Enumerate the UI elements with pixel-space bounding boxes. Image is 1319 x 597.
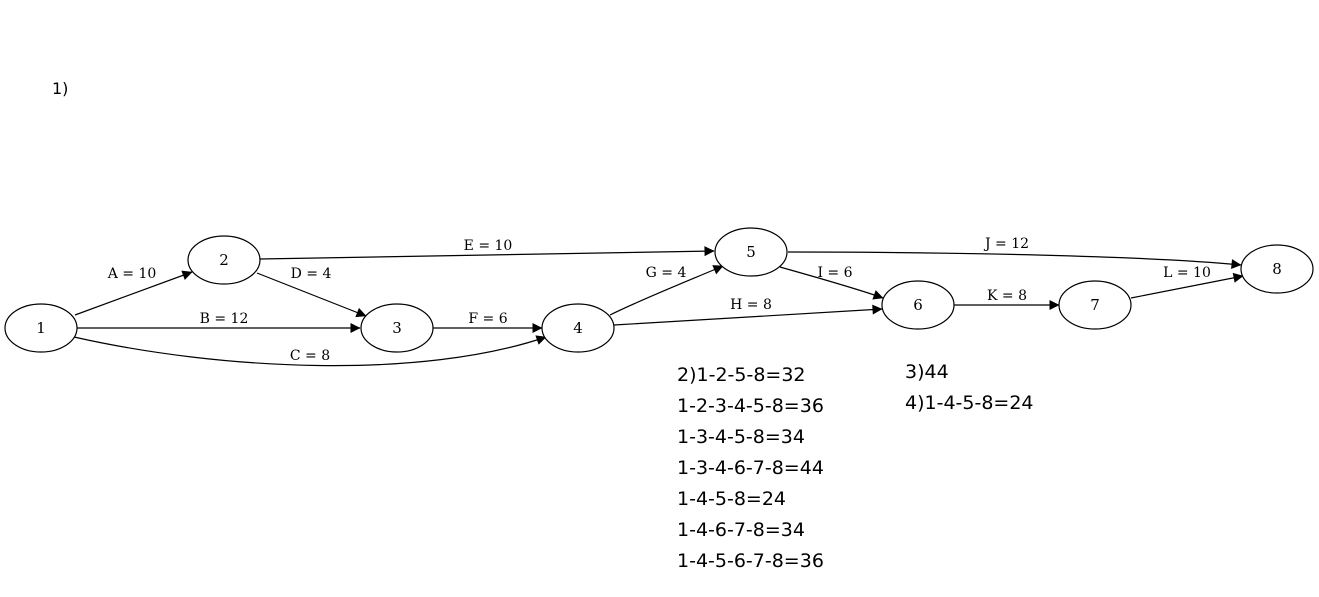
edge-arrow-2-3 bbox=[256, 272, 367, 318]
edges-layer bbox=[73, 246, 1244, 367]
path-line: 2)1-2-5-8=32 bbox=[677, 364, 806, 386]
node-ellipse-6 bbox=[881, 280, 955, 330]
node-6: 6 bbox=[881, 280, 955, 330]
edge-label-1-2: A = 10 bbox=[107, 266, 157, 282]
node-label-4: 4 bbox=[573, 319, 583, 337]
path-line: 1-4-5-8=24 bbox=[677, 488, 787, 510]
edge-label-5-8: J = 12 bbox=[983, 236, 1029, 252]
node-5: 5 bbox=[714, 227, 788, 277]
node-ellipse-7 bbox=[1058, 280, 1132, 330]
path-line: 1-3-4-6-7-8=44 bbox=[677, 457, 824, 479]
answers-list: 3)44 4)1-4-5-8=24 bbox=[905, 357, 1034, 419]
node-3: 3 bbox=[360, 303, 434, 353]
node-ellipse-5 bbox=[714, 227, 788, 277]
node-label-6: 6 bbox=[913, 296, 923, 314]
path-line: 1-3-4-5-8=34 bbox=[677, 426, 805, 448]
node-8: 8 bbox=[1240, 244, 1314, 294]
node-1: 1 bbox=[4, 303, 78, 353]
node-label-7: 7 bbox=[1090, 296, 1100, 314]
node-ellipse-8 bbox=[1240, 244, 1314, 294]
nodes-layer: 1 2 3 4 5 6 7 8 bbox=[4, 227, 1314, 353]
node-label-3: 3 bbox=[392, 319, 402, 337]
edge-arrow-1-2 bbox=[74, 270, 193, 316]
path-line: 1-4-6-7-8=34 bbox=[677, 519, 805, 541]
edge-arrow-4-5 bbox=[609, 265, 724, 316]
edge-label-7-8: L = 10 bbox=[1163, 265, 1211, 281]
edge-arrow-2-5 bbox=[259, 246, 715, 260]
edge-label-2-3: D = 4 bbox=[291, 266, 332, 282]
edge-arrow-4-6 bbox=[613, 304, 883, 326]
node-label-1: 1 bbox=[36, 319, 46, 337]
path-line: 1-4-5-6-7-8=36 bbox=[677, 550, 824, 572]
question-number: 1) bbox=[52, 79, 69, 98]
edge-label-4-5: G = 4 bbox=[646, 265, 687, 281]
path-enumeration-list: 2)1-2-5-8=32 1-2-3-4-5-8=36 1-3-4-5-8=34 1-… bbox=[677, 360, 824, 577]
node-label-5: 5 bbox=[746, 243, 756, 261]
node-ellipse-2 bbox=[187, 235, 261, 285]
edge-label-3-4: F = 6 bbox=[468, 311, 507, 327]
edge-label-5-6: I = 6 bbox=[817, 265, 852, 281]
edge-label-1-4: C = 8 bbox=[290, 348, 330, 364]
edge-label-1-3: B = 12 bbox=[200, 311, 249, 327]
edge-arrow-7-8 bbox=[1130, 272, 1244, 299]
path-line: 1-2-3-4-5-8=36 bbox=[677, 395, 824, 417]
node-label-2: 2 bbox=[219, 251, 229, 269]
edge-label-4-6: H = 8 bbox=[730, 297, 772, 313]
node-label-8: 8 bbox=[1272, 260, 1282, 278]
edge-arrow-5-6 bbox=[779, 266, 884, 300]
edge-arrow-1-4 bbox=[73, 335, 547, 367]
edge-label-6-7: K = 8 bbox=[987, 288, 1027, 304]
node-ellipse-1 bbox=[4, 303, 78, 353]
edge-arrow-5-8 bbox=[787, 251, 1242, 270]
node-ellipse-4 bbox=[541, 303, 615, 353]
node-2: 2 bbox=[187, 235, 261, 285]
node-4: 4 bbox=[541, 303, 615, 353]
answer-line: 3)44 bbox=[905, 361, 949, 383]
node-ellipse-3 bbox=[360, 303, 434, 353]
node-7: 7 bbox=[1058, 280, 1132, 330]
answer-line: 4)1-4-5-8=24 bbox=[905, 392, 1034, 414]
edge-label-2-5: E = 10 bbox=[464, 238, 513, 254]
edge-labels-layer: A = 10 B = 12 C = 8 D = 4 E = 10 F = 6 G = 4 H … bbox=[107, 236, 1211, 364]
